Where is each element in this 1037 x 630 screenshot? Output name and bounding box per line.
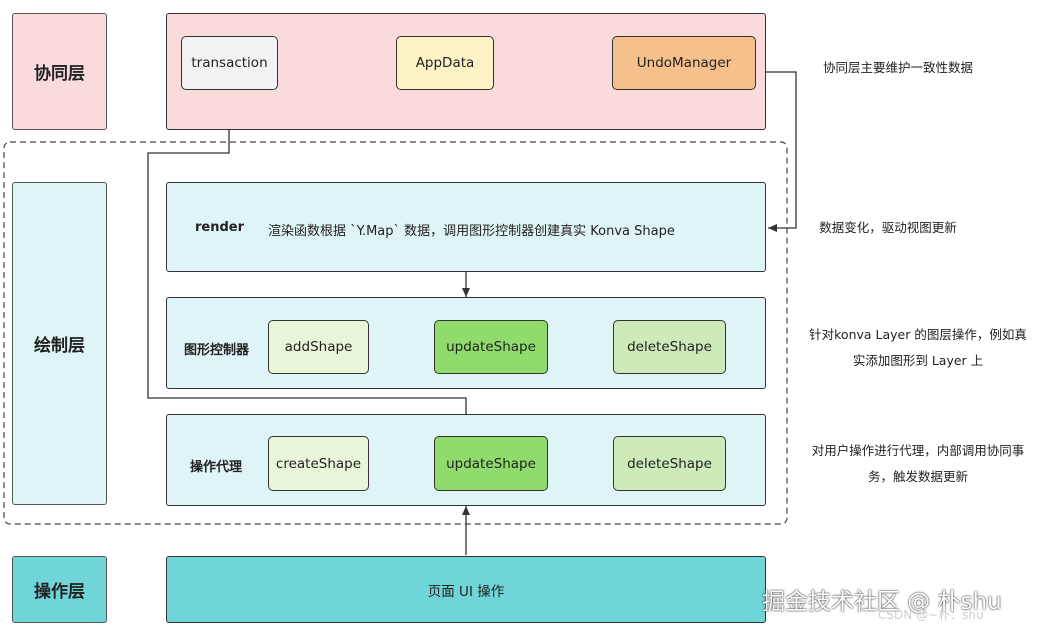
arrow-undo-render <box>756 71 797 232</box>
note-controller-line1: 针对konva Layer 的图层操作，例如真 <box>809 327 1027 342</box>
note-controller-line2: 实添加图形到 Layer 上 <box>852 353 984 368</box>
proxy-title: 操作代理 <box>190 460 243 475</box>
note-render: 数据变化，驱动视图更新 <box>819 220 957 235</box>
render-description: 渲染函数根据 `Y.Map` 数据，调用图形控制器创建真实 Konva Shap… <box>268 224 675 239</box>
delete-shape-node: deleteShape <box>613 320 726 374</box>
proxy-update-shape-node: updateShape <box>434 436 548 491</box>
appdata-node: AppData <box>396 36 494 90</box>
transaction-node: transaction <box>181 36 278 90</box>
update-shape-node: updateShape <box>434 320 548 374</box>
collab-layer-label: 协同层 <box>12 13 107 130</box>
draw-layer-boundary <box>3 141 788 525</box>
watermark-sub: CSDN @~朴：shu <box>878 608 984 622</box>
draw-layer-label: 绘制层 <box>12 182 107 505</box>
note-proxy-line2: 务，触发数据更新 <box>867 469 968 484</box>
controller-title: 图形控制器 <box>184 343 250 358</box>
arrow-proxy-transaction <box>147 90 467 414</box>
note-collab: 协同层主要维护一致性数据 <box>822 60 973 75</box>
watermark-main: 掘金技术社区 @ 朴shu <box>762 589 1002 615</box>
ui-operation-band: 页面 UI 操作 <box>166 556 766 623</box>
create-shape-node: createShape <box>268 436 369 491</box>
add-shape-node: addShape <box>268 320 369 374</box>
undomanager-node: UndoManager <box>612 36 756 90</box>
note-proxy-line1: 对用户操作进行代理，内部调用协同事 <box>811 443 1025 458</box>
render-band <box>166 182 766 272</box>
proxy-delete-shape-node: deleteShape <box>613 436 726 491</box>
render-title: render <box>195 220 245 235</box>
operate-layer-label: 操作层 <box>12 556 107 623</box>
